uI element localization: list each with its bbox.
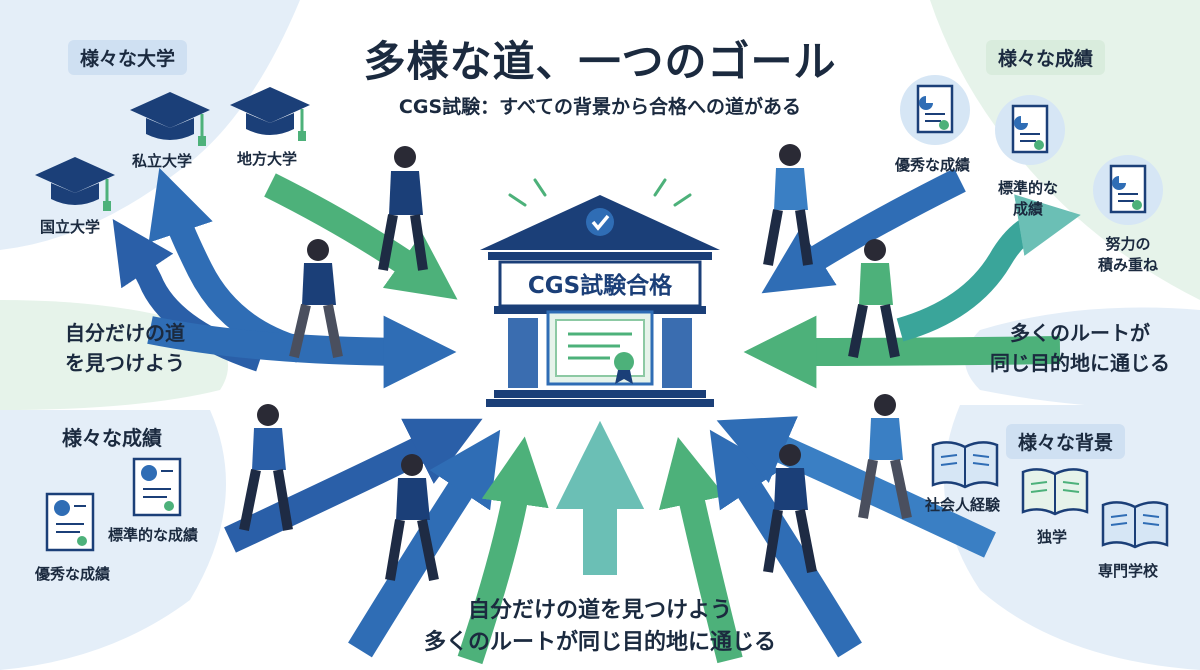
own-path-left-text: 自分だけの道 を見つけよう [65, 321, 185, 375]
document-icon [132, 457, 182, 517]
person-figure [239, 404, 293, 531]
person-figure [763, 444, 817, 573]
graduation-cap-icon [230, 87, 310, 141]
grade-effort-label: 努力の 積み重ね [1098, 235, 1159, 274]
document-icon [900, 75, 970, 145]
certificate-icon [546, 310, 654, 386]
document-icon [995, 95, 1065, 165]
document-icon [45, 492, 95, 552]
arrow-bottom-far-right [716, 416, 996, 558]
grade-standard-label: 標準的な 成績 [998, 179, 1059, 218]
open-book-icon [1021, 468, 1089, 516]
arrow-bottom-right [659, 436, 743, 664]
person-figure [848, 239, 900, 358]
goal-label: CGS試験合格 [527, 273, 673, 299]
university-private-label: 私立大学 [132, 152, 193, 170]
universities-heading: 様々な大学 [68, 40, 188, 75]
grade-excellent-label: 優秀な成績 [895, 156, 971, 174]
grade-left-excellent-label: 優秀な成績 [35, 565, 111, 583]
arrow-left-main [147, 315, 457, 389]
bottom-line-1: 自分だけの道を見つけよう [467, 598, 732, 623]
open-book-icon [1101, 501, 1169, 549]
background-vocational-label: 専門学校 [1098, 562, 1159, 580]
person-figure [378, 146, 428, 271]
grades-right-heading: 様々な成績 [986, 40, 1106, 75]
background-work-label: 社会人経験 [925, 496, 1001, 514]
page-subtitle: CGS試験：すべての背景から合格への道がある [398, 96, 802, 118]
sparkle-lines [508, 178, 692, 207]
person-figure [858, 394, 912, 520]
graduation-cap-icon [130, 92, 210, 146]
arrow-top-left [264, 173, 458, 300]
bottom-line-2: 多くのルートが同じ目的地に通じる [423, 630, 776, 655]
graduation-cap-icon [35, 157, 115, 211]
arrow-to-effort [896, 194, 1081, 342]
person-figure [385, 454, 439, 581]
bank-building-icon [480, 195, 720, 407]
university-national-label: 国立大学 [40, 218, 101, 236]
document-icon [1093, 155, 1163, 225]
university-regional-label: 地方大学 [237, 150, 298, 168]
person-figure [289, 239, 343, 359]
grades-left-heading: 様々な成績 [62, 426, 162, 450]
person-figure [763, 144, 813, 266]
grade-left-standard-label: 標準的な成績 [108, 526, 199, 544]
arrow-bottom-left-2 [457, 436, 549, 665]
page-title: 多様な道、一つのゴール [363, 37, 837, 86]
many-routes-right-text: 多くのルートが 同じ目的地に通じる [990, 321, 1170, 375]
arrow-right-main [743, 315, 1061, 389]
backgrounds-heading: 様々な背景 [1006, 424, 1126, 459]
arrows [112, 167, 1081, 665]
background-selfstudy-label: 独学 [1037, 528, 1068, 546]
open-book-icon [931, 441, 999, 489]
